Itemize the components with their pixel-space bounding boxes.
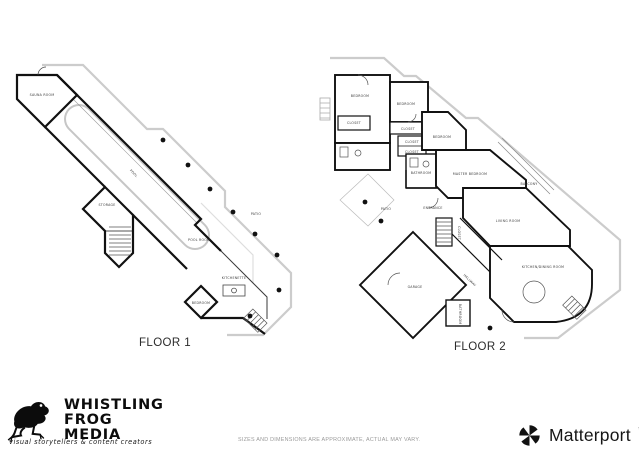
disclaimer-text: SIZES AND DIMENSIONS ARE APPROXIMATE, AC…	[238, 437, 421, 443]
room-label-garage: GARAGE	[408, 285, 423, 289]
room-label-bedroom1: BEDROOM	[351, 94, 369, 98]
brand-name: WHISTLING FROG MEDIA	[64, 397, 164, 444]
matterport-wordmark: Matterport	[549, 425, 631, 445]
room-label-closet2: CLOSET	[401, 127, 415, 131]
room-label-bedroom3: BEDROOM	[433, 135, 451, 139]
room-label-sauna: SAUNA ROOM	[30, 93, 55, 97]
room-label-entrance: ENTRANCE	[423, 206, 442, 210]
room-label-bedroom-f1: BEDROOM	[192, 301, 210, 305]
room-label-balcony: BALCONY	[521, 182, 538, 186]
room-label-kitchen-dining: KITCHEN/DINING ROOM	[522, 265, 564, 269]
floor2-column-dots	[362, 199, 493, 331]
floor1-deck-outline	[42, 63, 293, 337]
room-label-patio-f2: PATIO	[381, 207, 392, 211]
floor2-walls	[334, 74, 593, 340]
brand-name-line2: FROG	[64, 412, 113, 429]
floor1-plan: SAUNA ROOM POOL STORAGE PATIO POOL ROOM …	[15, 63, 293, 337]
floor2-plan: BEDROOM BEDROOM CLOSET CLOSET CLOSET CLO…	[319, 56, 622, 340]
room-label-closet5: CLOSET	[457, 226, 461, 240]
frog-icon	[7, 401, 49, 442]
matterport-trademark: ™	[638, 427, 639, 433]
room-label-closet3: CLOSET	[405, 140, 419, 144]
floor2-caption: FLOOR 2	[453, 341, 506, 353]
brand-name-line1: WHISTLING	[64, 397, 164, 413]
floor2-deck-outline	[330, 56, 622, 340]
pool-shape	[62, 88, 210, 250]
kitchenette-counter	[222, 284, 246, 297]
room-label-living-room: LIVING ROOM	[496, 219, 520, 223]
matterport-icon	[519, 425, 540, 446]
floor2-details	[339, 74, 587, 323]
room-label-bedroom2: BEDROOM	[397, 102, 415, 106]
room-label-closet1: CLOSET	[347, 121, 361, 125]
room-label-bathroom1: BATHROOM	[411, 171, 431, 175]
exterior-ladder	[319, 97, 331, 121]
room-label-bathroom2: BATHROOM	[458, 304, 462, 324]
whistling-frog-media-logo: WHISTLING FROG MEDIA	[6, 393, 164, 443]
matterport-logo: Matterport ™	[517, 423, 639, 448]
floor1-caption: FLOOR 1	[138, 337, 191, 349]
brand-tagline: visual storytellers & content creators	[9, 438, 153, 446]
room-label-closet4: CLOSET	[405, 150, 419, 154]
room-label-master-bedroom: MASTER BEDROOM	[453, 172, 487, 176]
room-label-storage: STORAGE	[99, 203, 116, 207]
room-label-pool: POOL	[129, 168, 139, 178]
room-label-patio-f1: PATIO	[251, 212, 262, 216]
room-label-pool-room: POOL ROOM	[188, 238, 210, 242]
room-label-kitchenette: KITCHENETTE	[222, 276, 246, 280]
brand-name-line3: MEDIA	[64, 427, 121, 444]
floor1-column-dots	[160, 137, 282, 319]
